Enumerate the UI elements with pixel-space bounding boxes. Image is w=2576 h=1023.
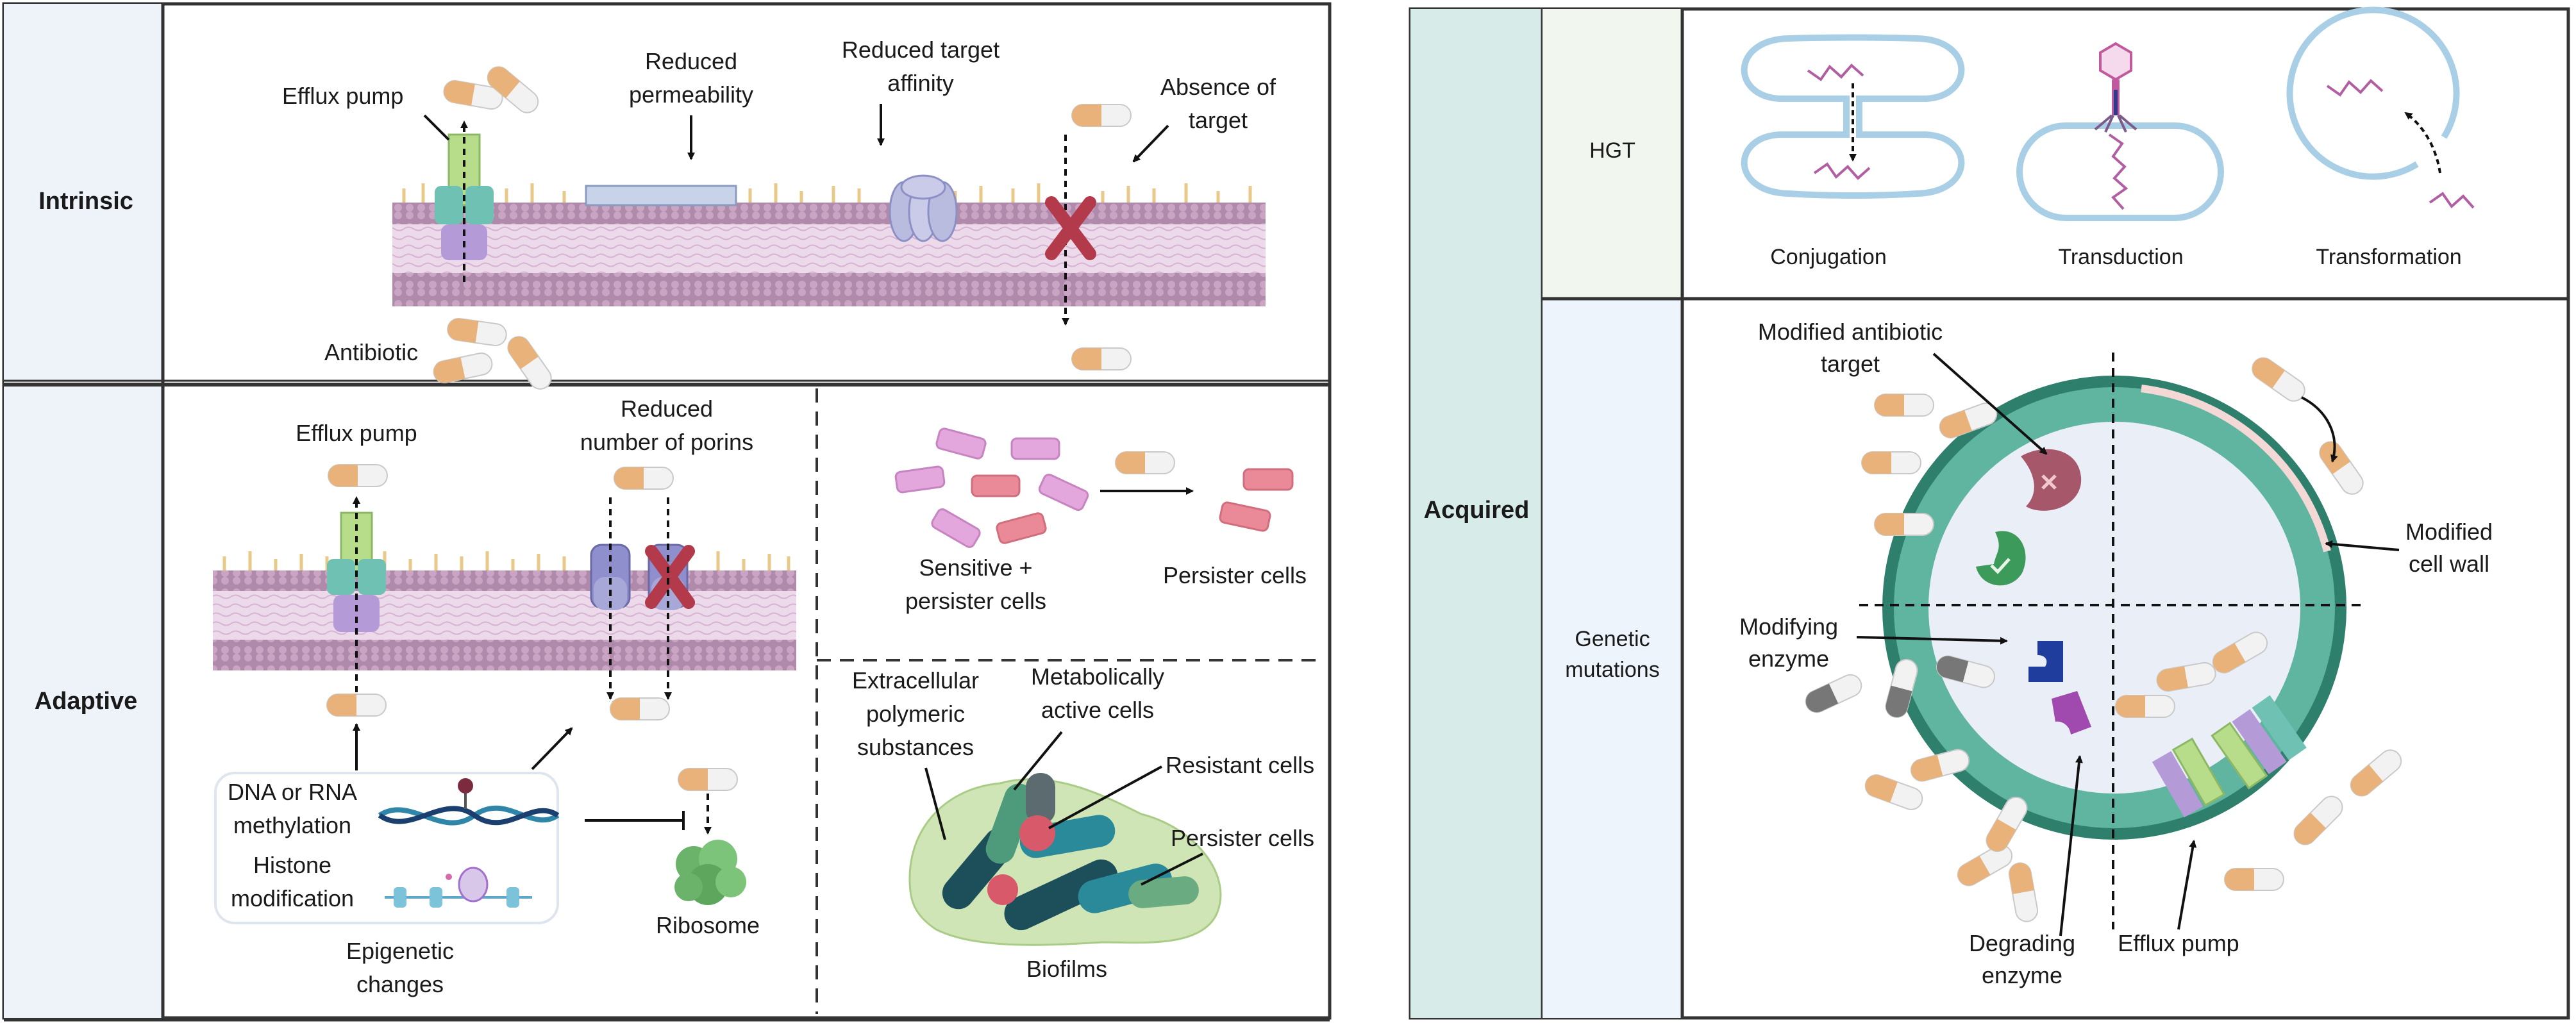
row-label-intrinsic: Intrinsic <box>38 188 133 215</box>
reduced-permeability-label-2: permeability <box>629 81 753 108</box>
absence-of-target-label-2: target <box>1189 107 1248 133</box>
mutations-label-cell <box>1543 300 1682 1018</box>
intrinsic-panel: Efflux pump Reduced permeability Reduced… <box>282 37 1276 394</box>
sensitive-persister-label-2: persister cells <box>905 588 1046 614</box>
eps-label-3: substances <box>857 734 974 760</box>
adaptive-efflux-label: Efflux pump <box>296 420 417 446</box>
modified-cell-wall-label-2: cell wall <box>2409 551 2489 577</box>
biofilm <box>908 773 1222 946</box>
capsule <box>614 467 674 490</box>
capsule <box>326 694 387 717</box>
intrinsic-efflux-label: Efflux pump <box>282 83 403 109</box>
reduced-target-affinity-label-2: affinity <box>887 70 953 96</box>
adaptive-efflux-pump <box>327 496 386 692</box>
capsule <box>1071 347 1132 370</box>
reduced-porins-label-1: Reduced <box>621 395 713 422</box>
capsule <box>328 464 388 487</box>
persister-cells <box>1219 468 1294 532</box>
degrading-enzyme-label-1: Degrading <box>1969 930 2075 956</box>
metabolically-active-label-2: active cells <box>1041 697 1154 723</box>
conjugation-label: Conjugation <box>1770 245 1886 269</box>
hgt-label-cell <box>1543 9 1682 297</box>
row-label-acquired: Acquired <box>1424 497 1530 524</box>
reduced-permeability-layer <box>585 185 737 206</box>
acquired-label-column <box>1410 9 1543 1018</box>
capsule <box>2224 868 2284 891</box>
epigenetic-label-1: Epigenetic <box>346 938 454 964</box>
row-label-adaptive: Adaptive <box>35 688 137 715</box>
histone-label-2: modification <box>231 885 354 911</box>
methylation-label-2: methylation <box>233 812 351 838</box>
capsule <box>1861 451 1921 474</box>
metabolically-active-label-1: Metabolically <box>1031 663 1164 690</box>
porins <box>590 497 695 700</box>
transduction-label: Transduction <box>2058 245 2183 269</box>
absent-target-cross <box>1045 196 1096 260</box>
capsule <box>678 768 738 791</box>
capsule <box>1115 451 1175 474</box>
reduced-target-affinity-label-1: Reduced target <box>842 37 999 63</box>
epigenetic-label-2: changes <box>356 971 444 997</box>
adaptive-membrane <box>213 551 796 670</box>
transformation-label: Transformation <box>2316 245 2461 269</box>
capsule <box>1874 513 1934 536</box>
capsule <box>1874 394 1934 417</box>
antibiotic-label: Antibiotic <box>324 339 418 365</box>
eps-label-2: polymeric <box>866 701 965 727</box>
transformation-illustration <box>2286 6 2475 209</box>
methylation-label-1: DNA or RNA <box>228 779 357 805</box>
biofilms-label: Biofilms <box>1026 956 1107 982</box>
ribosome-label: Ribosome <box>656 912 760 938</box>
adaptive-panel: Efflux pump Reduced number of porins <box>213 388 1325 1014</box>
modified-cell-wall-label-1: Modified <box>2405 519 2493 545</box>
hgt-label: HGT <box>1589 138 1635 163</box>
capsule <box>610 697 670 720</box>
modifying-enzyme-label-2: enzyme <box>1748 645 1829 672</box>
modifying-enzyme-label-1: Modifying <box>1739 613 1838 640</box>
altered-target-protein <box>889 174 958 242</box>
degrading-enzyme-label-2: enzyme <box>1982 962 2062 988</box>
persister-cells-label: Persister cells <box>1163 562 1307 588</box>
sensitive-persister-cluster <box>894 428 1089 548</box>
mutant-cell <box>1859 353 2366 929</box>
capsule <box>1071 104 1132 127</box>
sensitive-persister-label-1: Sensitive + <box>919 554 1032 581</box>
dna-helix <box>378 778 560 826</box>
modified-target-label-2: target <box>1821 351 1880 377</box>
transduction-illustration <box>2016 42 2224 221</box>
intrinsic-membrane <box>392 183 1266 306</box>
reduced-porins-label-2: number of porins <box>580 429 753 455</box>
histone-cluster <box>385 867 532 908</box>
absence-of-target-label-1: Absence of <box>1160 74 1276 100</box>
histone-label-1: Histone <box>253 852 331 878</box>
capsule <box>2115 695 2175 718</box>
modified-target-label-1: Modified antibiotic <box>1758 319 1943 345</box>
genetic-mutations-label-1: Genetic <box>1575 627 1650 651</box>
eps-label-1: Extracellular <box>852 667 979 694</box>
efflux-pump-acquired-label: Efflux pump <box>2118 930 2239 956</box>
ribosome <box>674 840 746 905</box>
conjugation-illustration <box>1741 34 1965 199</box>
biofilm-persister-label: Persister cells <box>1171 825 1314 851</box>
genetic-mutations-label-2: mutations <box>1565 658 1659 682</box>
resistant-cells-label: Resistant cells <box>1166 752 1314 778</box>
intrinsic-efflux-pump <box>435 121 494 282</box>
row-label-column <box>4 4 163 1018</box>
reduced-permeability-label-1: Reduced <box>645 48 737 74</box>
